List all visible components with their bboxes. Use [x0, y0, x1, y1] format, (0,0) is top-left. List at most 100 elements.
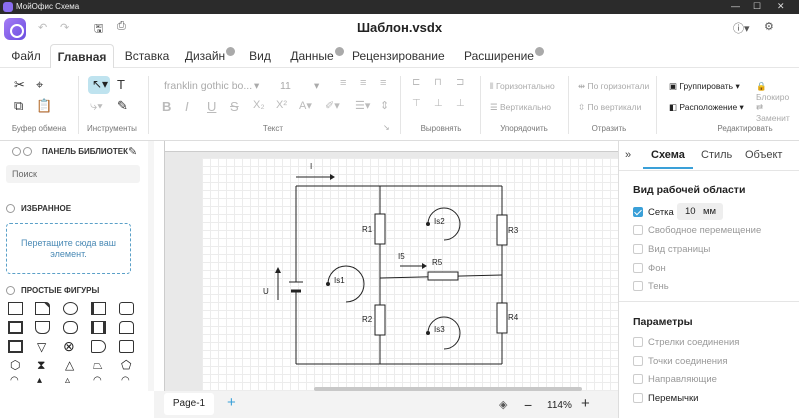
- align-objects-left-icon[interactable]: ⊏: [412, 77, 421, 88]
- pointer-tool-button[interactable]: ↖▾: [88, 76, 110, 94]
- page-tab[interactable]: Page-1: [164, 393, 214, 415]
- align-objects-bottom-icon[interactable]: ⊥: [456, 98, 465, 109]
- shape-triangle-down[interactable]: ▽: [37, 340, 47, 354]
- shape-hourglass[interactable]: ⧗: [37, 358, 46, 372]
- page-view-checkbox[interactable]: [633, 244, 643, 254]
- shape-document[interactable]: [35, 321, 50, 334]
- align-right-icon[interactable]: ≡: [380, 77, 387, 89]
- tab-object[interactable]: Объект: [745, 149, 783, 161]
- circuit-diagram[interactable]: [202, 158, 618, 391]
- strikethrough-icon[interactable]: S: [230, 99, 239, 114]
- add-page-icon[interactable]: +: [227, 394, 236, 411]
- valign-icon[interactable]: ⇕: [380, 100, 390, 112]
- group-button[interactable]: ▣ Группировать ▾: [669, 81, 740, 91]
- resistor-r2[interactable]: [374, 304, 386, 336]
- shape-rectangle[interactable]: [8, 302, 23, 315]
- copy-icon[interactable]: ⧉: [14, 98, 24, 113]
- align-objects-right-icon[interactable]: ⊐: [456, 77, 465, 88]
- maximize-icon[interactable]: ☐: [753, 1, 762, 11]
- resistor-r4[interactable]: [496, 302, 508, 334]
- distribute-vertical-button[interactable]: ☰ Вертикально: [490, 102, 552, 112]
- resistor-r5[interactable]: [427, 271, 459, 281]
- shape-subprocess[interactable]: [91, 321, 106, 334]
- shape-delay[interactable]: [91, 340, 106, 353]
- lock-button[interactable]: 🔒 Блокиро: [756, 81, 790, 102]
- connector-icon[interactable]: ⤷▾: [90, 98, 103, 113]
- italic-icon[interactable]: I: [185, 99, 189, 114]
- undo-icon[interactable]: ↶: [38, 22, 48, 34]
- font-size-select[interactable]: 11▾: [276, 77, 326, 95]
- align-center-icon[interactable]: ≡: [360, 77, 367, 89]
- shape-circle[interactable]: [63, 302, 78, 315]
- tab-data[interactable]: Данные: [288, 44, 346, 68]
- shape-tab[interactable]: [119, 321, 134, 334]
- tab-style[interactable]: Стиль: [701, 149, 733, 161]
- tab-view[interactable]: Вид: [249, 49, 271, 63]
- loop-is3[interactable]: [427, 316, 461, 350]
- shape-more-2[interactable]: ▴: [37, 375, 43, 386]
- edit-icon[interactable]: ✎: [128, 146, 138, 158]
- free-move-checkbox[interactable]: [633, 225, 643, 235]
- remove-library-icon[interactable]: [23, 147, 32, 156]
- arrange-button[interactable]: ◧ Расположение ▾: [669, 102, 744, 112]
- tab-home[interactable]: Главная: [50, 44, 114, 69]
- superscript-icon[interactable]: X²: [276, 99, 287, 111]
- collapse-panel-icon[interactable]: »: [625, 149, 632, 161]
- shape-process[interactable]: [91, 302, 106, 315]
- distribute-horizontal-button[interactable]: ⫴ Горизонтально: [490, 81, 555, 91]
- text-color-icon[interactable]: A▾: [299, 100, 312, 112]
- tab-design[interactable]: Дизайн: [184, 44, 236, 68]
- shape-terminator[interactable]: [63, 321, 78, 334]
- highlight-icon[interactable]: ✐▾: [325, 100, 340, 112]
- favorites-drop-zone[interactable]: Перетащите сюда ваш элемент.: [6, 223, 131, 274]
- replace-button[interactable]: ⇄ Заменит: [756, 102, 790, 123]
- shape-thick-frame[interactable]: [8, 340, 23, 353]
- shape-frame[interactable]: [8, 321, 23, 334]
- background-checkbox[interactable]: [633, 263, 643, 273]
- paste-icon[interactable]: 📋: [36, 98, 53, 113]
- collapse-favorites-icon[interactable]: [6, 204, 15, 213]
- pencil-icon[interactable]: ✎: [117, 98, 128, 113]
- loop-is1[interactable]: [327, 265, 365, 303]
- library-scrollbar[interactable]: [148, 141, 154, 391]
- connection-arrows-checkbox[interactable]: [633, 337, 643, 347]
- shape-trapezoid[interactable]: ⏢: [93, 358, 103, 372]
- zoom-out-icon[interactable]: −: [524, 397, 533, 413]
- drawing-page[interactable]: I U Is1 Is2 Is3 R1 R2 R3 R4 R5 I5: [202, 158, 618, 391]
- shadow-checkbox[interactable]: [633, 281, 643, 291]
- format-painter-icon[interactable]: ⌖: [36, 77, 44, 92]
- add-library-icon[interactable]: [12, 147, 21, 156]
- text-dialog-launcher-icon[interactable]: ↘: [383, 123, 390, 132]
- resistor-r3[interactable]: [496, 214, 508, 246]
- info-icon[interactable]: ⓘ▾: [733, 23, 750, 35]
- shape-more-3[interactable]: ▵: [65, 375, 71, 386]
- resistor-r1[interactable]: [374, 213, 386, 245]
- cut-icon[interactable]: ✂: [14, 77, 25, 92]
- text-tool-icon[interactable]: T: [117, 77, 125, 92]
- flip-vertical-button[interactable]: ⇳ По вертикали: [578, 102, 642, 112]
- subscript-icon[interactable]: X₂: [253, 99, 265, 111]
- guides-checkbox[interactable]: [633, 374, 643, 384]
- gear-icon[interactable]: ⚙: [764, 21, 774, 33]
- layers-icon[interactable]: ◈: [499, 399, 508, 411]
- close-icon[interactable]: ✕: [777, 1, 785, 11]
- underline-icon[interactable]: U: [207, 99, 217, 114]
- tab-insert[interactable]: Вставка: [124, 49, 170, 63]
- shape-rounded-rect[interactable]: [119, 302, 134, 315]
- grid-checkbox[interactable]: [633, 207, 643, 217]
- library-search-input[interactable]: Поиск: [6, 165, 140, 183]
- connection-points-checkbox[interactable]: [633, 356, 643, 366]
- align-objects-middle-icon[interactable]: ⊥: [434, 98, 443, 109]
- print-icon[interactable]: ⎙: [117, 20, 126, 32]
- tab-extensions[interactable]: Расширение: [456, 44, 552, 68]
- align-objects-top-icon[interactable]: ⊤: [412, 98, 421, 109]
- tab-scheme[interactable]: Схема: [651, 149, 685, 161]
- bold-icon[interactable]: B: [162, 99, 172, 114]
- jumpers-checkbox[interactable]: [633, 393, 643, 403]
- zoom-in-icon[interactable]: +: [581, 395, 590, 412]
- shape-cross-circle[interactable]: ⊗: [63, 338, 75, 354]
- line-spacing-icon[interactable]: ☰▾: [355, 100, 371, 112]
- zoom-level[interactable]: 114%: [547, 400, 572, 411]
- tab-review[interactable]: Рецензирование: [352, 49, 445, 63]
